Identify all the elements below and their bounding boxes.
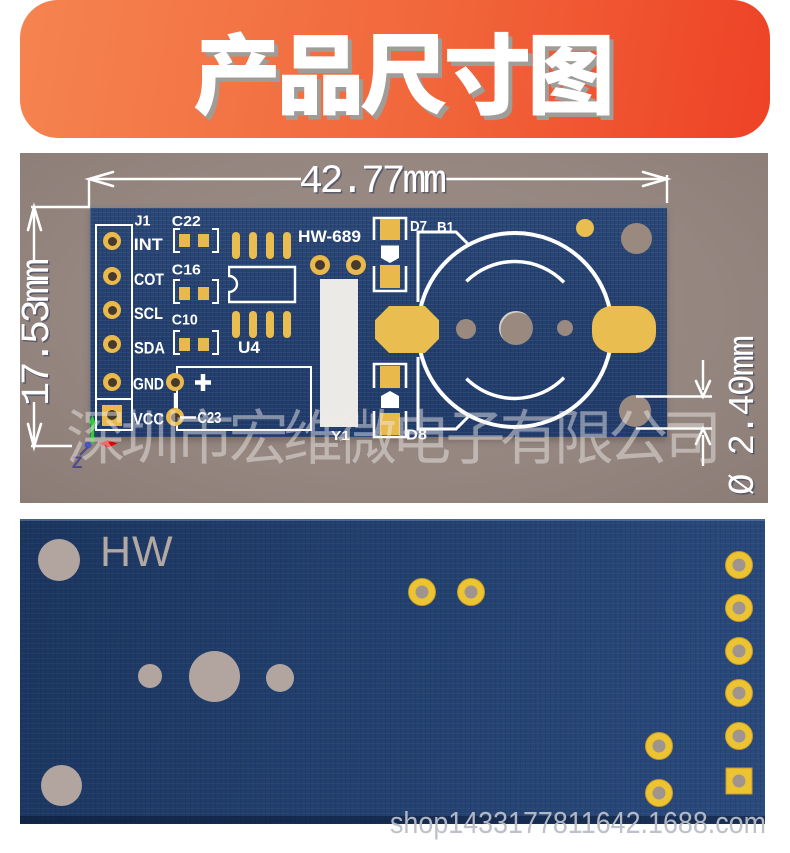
svg-text:42.77mm: 42.77mm bbox=[301, 162, 449, 207]
svg-text:C16: C16 bbox=[172, 262, 201, 279]
svg-text:17.53mm: 17.53mm bbox=[16, 258, 61, 406]
svg-text:SCL: SCL bbox=[134, 305, 163, 323]
svg-text:VCC: VCC bbox=[133, 411, 164, 429]
svg-text:U4: U4 bbox=[238, 338, 261, 357]
svg-text:SDA: SDA bbox=[134, 340, 165, 358]
svg-text:C10: C10 bbox=[172, 312, 198, 329]
svg-text:Ø 2.40mm: Ø 2.40mm bbox=[723, 335, 764, 495]
svg-text:D7: D7 bbox=[410, 218, 427, 235]
svg-text:42.77mm: 42.77mm bbox=[299, 160, 447, 205]
svg-text:17.53mm: 17.53mm bbox=[18, 260, 63, 408]
svg-text:INT: INT bbox=[134, 236, 163, 254]
svg-text:B1: B1 bbox=[437, 219, 454, 236]
svg-text:C22: C22 bbox=[172, 213, 201, 230]
svg-text:COT: COT bbox=[134, 271, 164, 289]
svg-text:Ø 2.40mm: Ø 2.40mm bbox=[725, 337, 766, 497]
svg-text:Z: Z bbox=[72, 453, 82, 472]
svg-text:shop1433177811642.1688.com: shop1433177811642.1688.com bbox=[390, 805, 766, 840]
svg-text:HW-689: HW-689 bbox=[298, 227, 361, 246]
svg-text:J1: J1 bbox=[135, 212, 151, 229]
svg-text:D8: D8 bbox=[406, 427, 427, 444]
svg-text:GND: GND bbox=[133, 376, 164, 394]
svg-text:C23: C23 bbox=[197, 410, 221, 427]
svg-text:Y1: Y1 bbox=[331, 428, 350, 443]
